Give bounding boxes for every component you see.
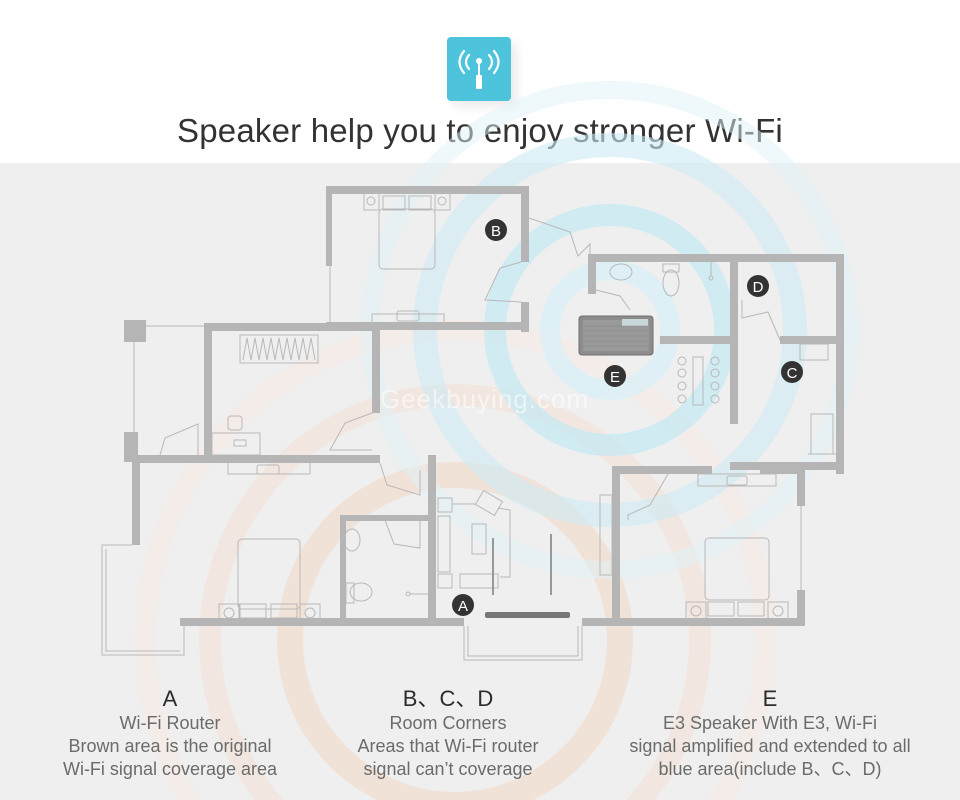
legend-speaker: E E3 Speaker With E3, Wi-Fi signal ampli… (590, 686, 950, 781)
legend-line: Room Corners (389, 713, 507, 733)
speaker-device (578, 315, 654, 356)
marker-e: E (604, 365, 626, 387)
legend-router: A Wi-Fi Router Brown area is the origina… (20, 686, 320, 781)
router-device (485, 612, 570, 618)
svg-text:C: C (787, 365, 798, 382)
legend-line: blue area(include B、C、D) (658, 759, 882, 779)
svg-text:B: B (491, 223, 501, 240)
watermark: Geekbuying.com (380, 384, 590, 414)
marker-c: C (781, 361, 803, 383)
marker-a: A (452, 594, 474, 616)
legend-line: Areas that Wi-Fi router (357, 736, 539, 756)
legend-key: B、C、D (402, 686, 494, 711)
furniture-outlines (101, 192, 841, 661)
svg-text:E: E (610, 369, 620, 386)
legend-key: E (762, 686, 778, 711)
marker-b: B (485, 219, 507, 241)
legend-line: Wi-Fi signal coverage area (62, 759, 278, 779)
legend-corners: B、C、D Room Corners Areas that Wi-Fi rout… (318, 686, 578, 781)
legend-line: E3 Speaker With E3, Wi-Fi (662, 713, 878, 733)
legend-line: signal can’t coverage (363, 759, 533, 779)
legend-line: Wi-Fi Router (119, 713, 221, 733)
wifi-antenna-icon (447, 37, 511, 101)
svg-text:D: D (753, 279, 764, 296)
walls (124, 186, 844, 626)
svg-text:A: A (458, 598, 468, 615)
legend-key: A (162, 686, 178, 711)
legend-line: signal amplified and extended to all (629, 736, 911, 756)
legend-line: Brown area is the original (68, 736, 272, 756)
marker-d: D (747, 275, 769, 297)
